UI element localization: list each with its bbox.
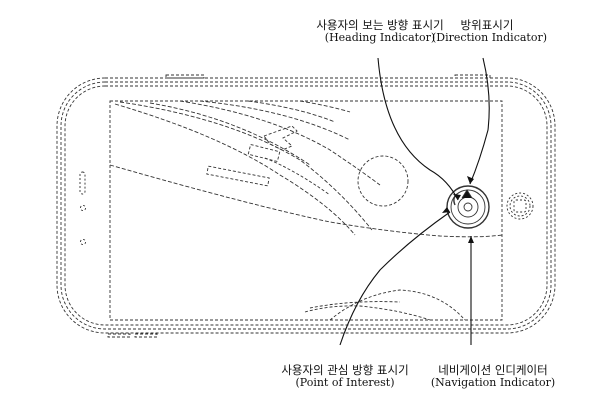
point-of-interest-english: (Point of Interest)	[295, 376, 395, 390]
front-sensors	[79, 171, 87, 246]
direction-indicator-korean: 방위표시기	[460, 18, 514, 32]
bottom-hill	[304, 289, 466, 321]
scene-circle	[357, 155, 409, 207]
phone-body	[56, 74, 556, 338]
direction-indicator-label: 방위표시기 (Direction Indicator)	[432, 18, 548, 45]
phone-screen	[109, 100, 503, 321]
heading-indicator-korean: 사용자의 보는 방향 표시기	[316, 18, 444, 32]
navigation-indicator-korean: 네비게이션 인디케이터	[438, 363, 548, 377]
direction-indicator-english: (Direction Indicator)	[432, 31, 548, 45]
heading-indicator-english: (Heading Indicator)	[324, 31, 436, 45]
home-button	[506, 192, 534, 220]
road-scene	[109, 100, 503, 238]
road-objects	[206, 125, 331, 196]
point-of-interest-korean: 사용자의 관심 방향 표시기	[281, 363, 409, 377]
navigation-indicator-label: 네비게이션 인디케이터 (Navigation Indicator)	[418, 363, 568, 390]
navigation-indicator-english: (Navigation Indicator)	[430, 376, 556, 390]
arrow-heads	[442, 176, 474, 243]
heading-indicator-label: 사용자의 보는 방향 표시기 (Heading Indicator)	[300, 18, 460, 45]
leader-lines	[339, 57, 490, 346]
point-of-interest-label: 사용자의 관심 방향 표시기 (Point of Interest)	[265, 363, 425, 390]
